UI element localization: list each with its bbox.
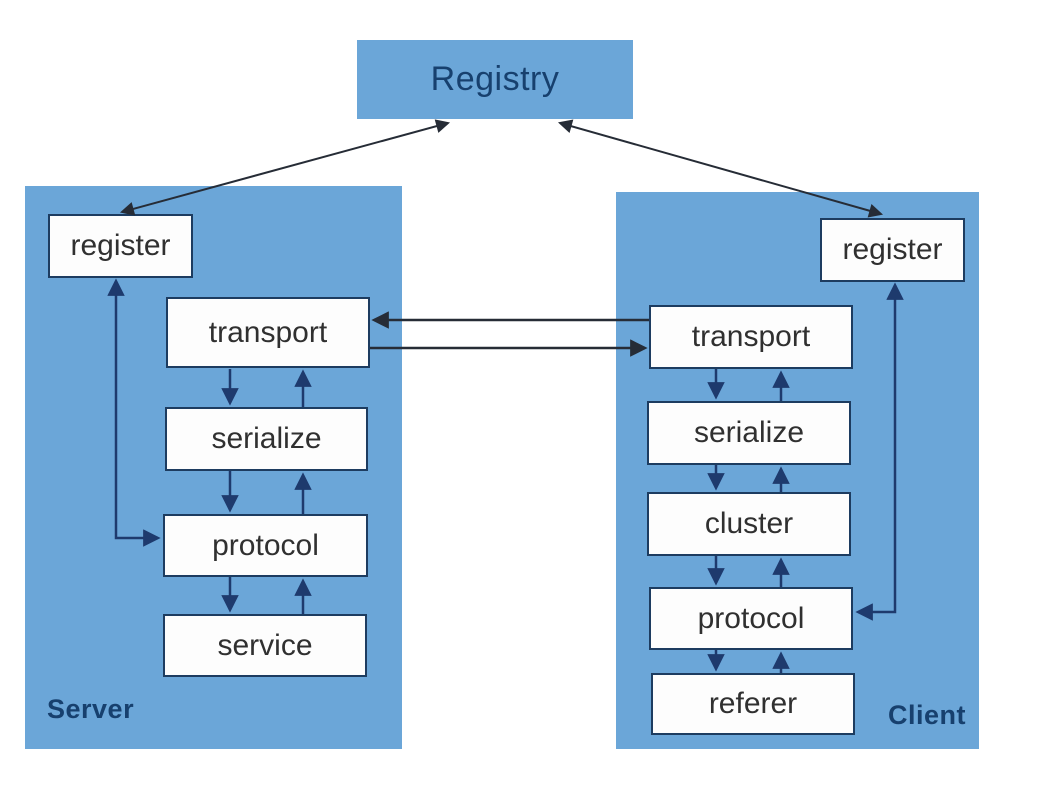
client-serialize-node: serialize [647,401,851,465]
client-cluster-node: cluster [647,492,851,556]
client-panel [616,192,979,749]
client-transport-node: transport [649,305,853,369]
server-protocol-node: protocol [163,514,368,577]
registry-box: Registry [357,40,633,119]
server-serialize-node: serialize [165,407,368,471]
server-transport-node: transport [166,297,370,368]
server-service-node: service [163,614,367,677]
server-label: Server [47,694,135,724]
client-label: Client [888,700,967,730]
client-referer-node: referer [651,673,855,735]
client-register-node: register [820,218,965,282]
server-register-node: register [48,214,193,278]
client-protocol-node: protocol [649,587,853,650]
